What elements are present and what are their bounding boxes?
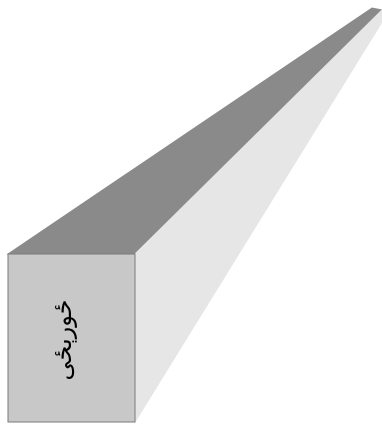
prism-front-label: ځورېځی bbox=[8, 295, 118, 385]
